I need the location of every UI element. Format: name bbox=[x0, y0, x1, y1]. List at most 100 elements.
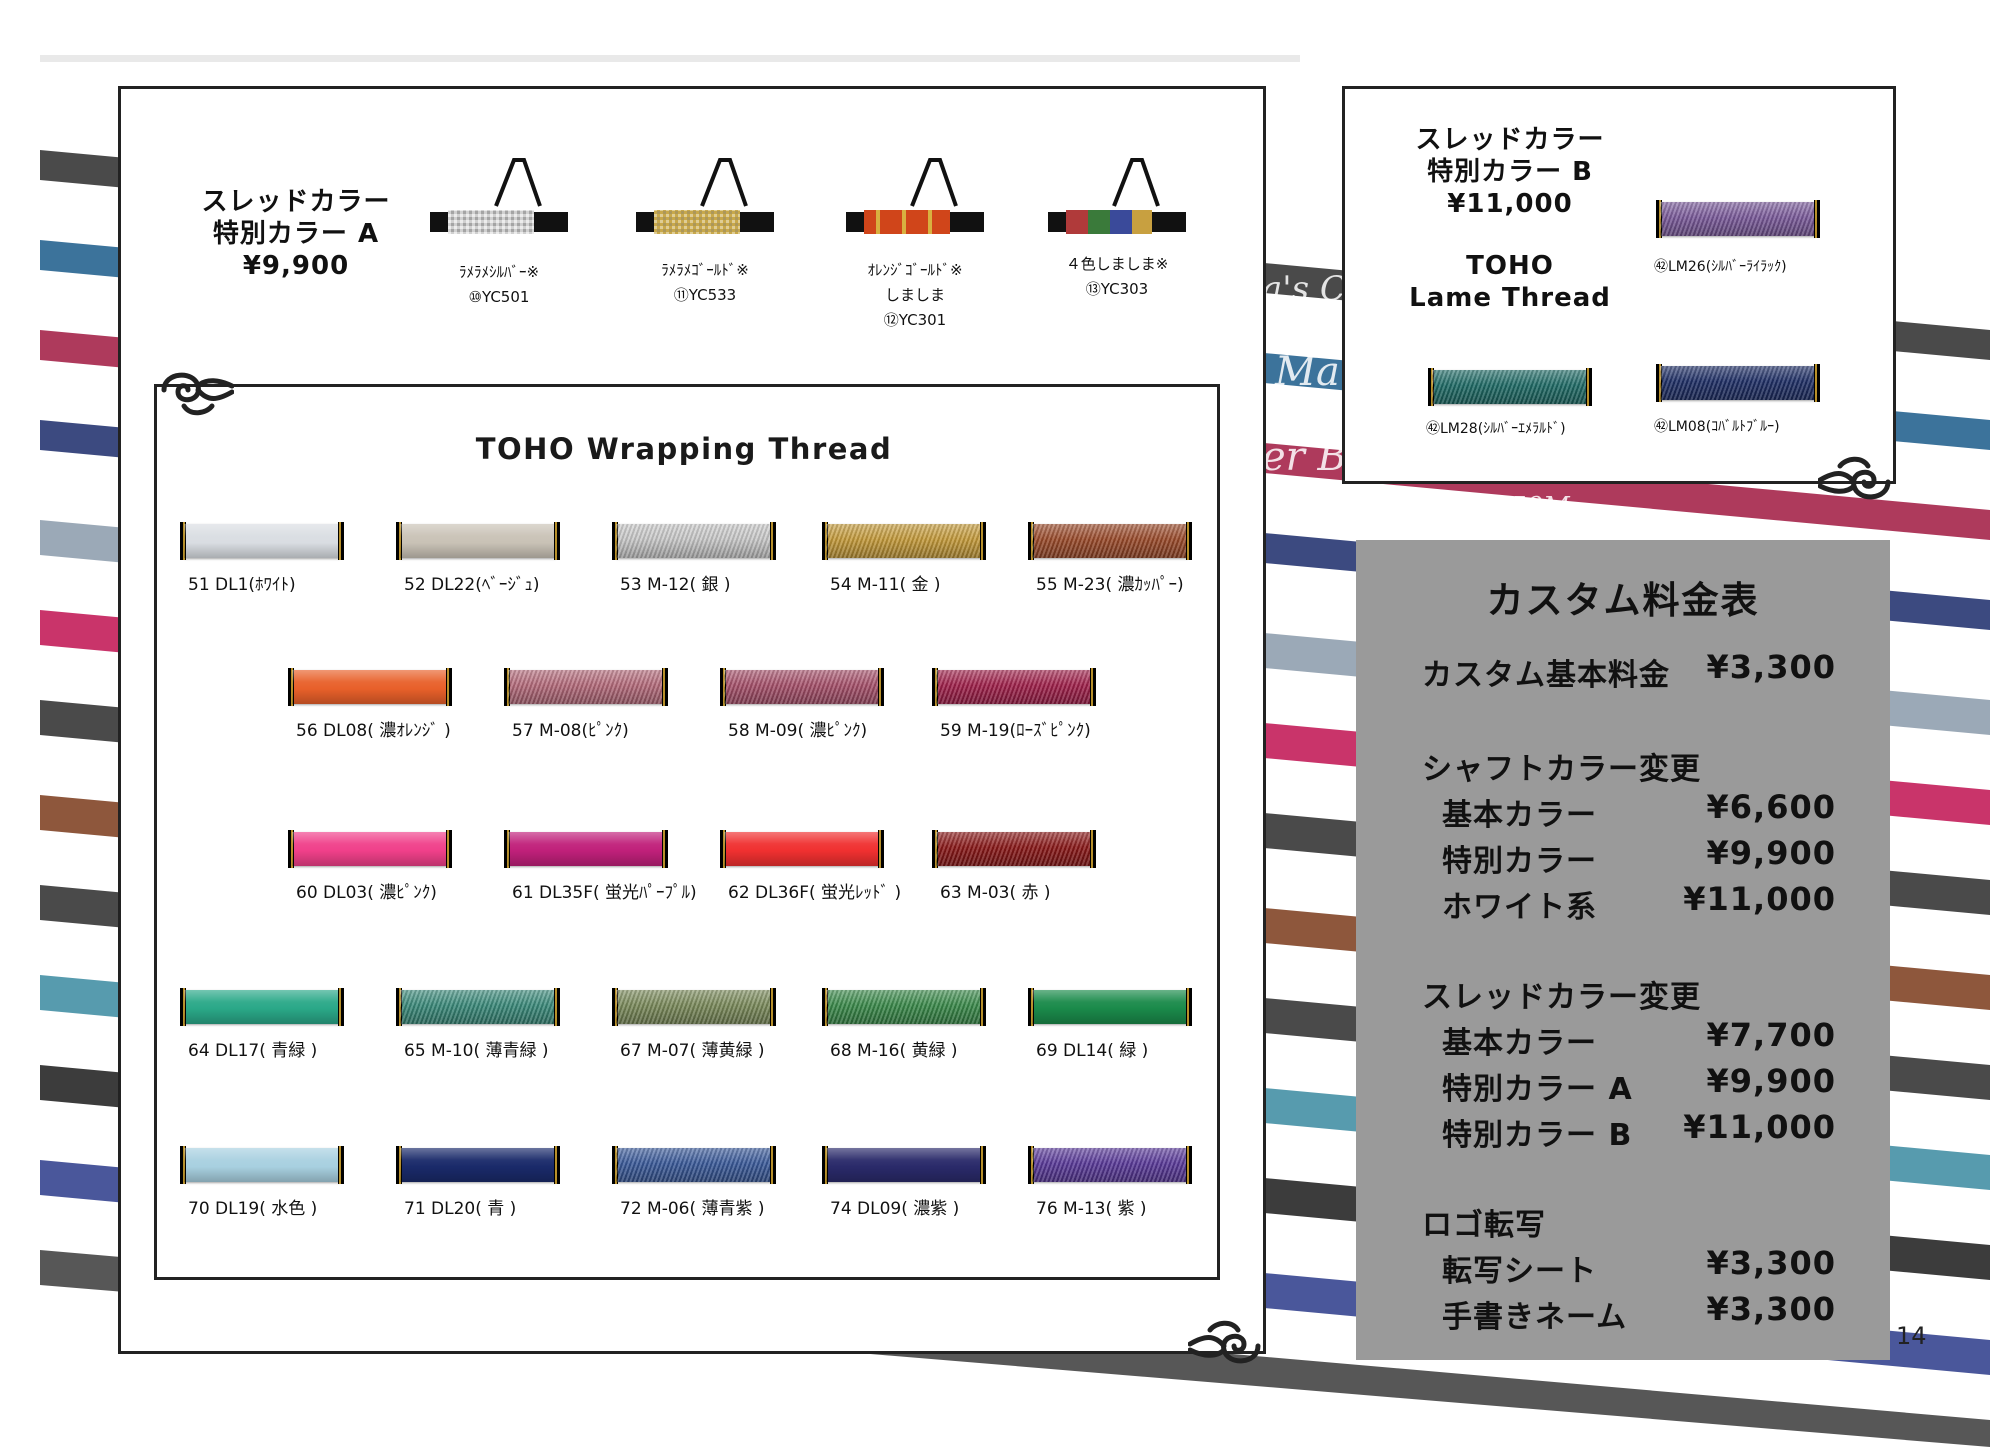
shaft-row-label: 基本カラー bbox=[1442, 798, 1597, 833]
thread-swatch bbox=[504, 830, 668, 868]
special-a-caption-2: ﾗﾒﾗﾒｺﾞｰﾙﾄﾞ※ ⑪YC533 bbox=[636, 258, 774, 308]
thread-swatch bbox=[612, 1146, 776, 1184]
shaft-row-price: ¥6,600 bbox=[1706, 788, 1836, 826]
thread-swatch-label: 51 DL1(ﾎﾜｲﾄ) bbox=[188, 575, 296, 595]
thread-swatch-label: 54 M-11( 金 ) bbox=[830, 575, 941, 595]
thread-swatch bbox=[932, 668, 1096, 706]
lame-brand-line1: TOHO bbox=[1466, 251, 1554, 281]
thread-row-label: 基本カラー bbox=[1442, 1026, 1597, 1061]
thread-swatch bbox=[1028, 522, 1192, 560]
special-a-code: ⑬YC303 bbox=[1085, 280, 1149, 298]
shaft-row-label: 特別カラー bbox=[1442, 844, 1597, 879]
special-a-caption-3: ｵﾚﾝｼﾞｺﾞｰﾙﾄﾞ※ しましま ⑫YC301 bbox=[846, 258, 984, 333]
thread-swatch-label: 68 M-16( 黄緑 ) bbox=[830, 1041, 958, 1061]
lame-swatch-label: ㊷LM08(ｺﾊﾞﾙﾄﾌﾞﾙｰ) bbox=[1654, 419, 1780, 435]
thread-photo-silver bbox=[430, 148, 568, 244]
thread-photo-four-stripe bbox=[1048, 158, 1186, 234]
thread-swatch bbox=[822, 522, 986, 560]
special-color-b-title: スレッドカラー 特別カラー B ¥11,000 bbox=[1400, 124, 1620, 220]
thread-swatch-label: 53 M-12( 銀 ) bbox=[620, 575, 731, 595]
special-color-a-line2: 特別カラー A bbox=[212, 219, 380, 249]
rod-logo-text: Hakoi bbox=[1261, 680, 1358, 718]
thread-swatch-label: 72 M-06( 薄青紫 ) bbox=[620, 1199, 765, 1219]
thread-swatch-label: 60 DL03( 濃ﾋﾟﾝｸ) bbox=[296, 883, 437, 903]
thread-swatch bbox=[288, 668, 452, 706]
rod-logo-text: Ma bbox=[1274, 349, 1340, 395]
lame-swatch-label: ㊷LM28(ｼﾙﾊﾞｰｴﾒﾗﾙﾄﾞ) bbox=[1426, 421, 1566, 437]
thread-row-price: ¥9,900 bbox=[1706, 1062, 1836, 1100]
lame-swatch-label: ㊷LM26(ｼﾙﾊﾞｰﾗｲﾗｯｸ) bbox=[1654, 259, 1787, 275]
thread-swatch bbox=[180, 1146, 344, 1184]
logo-row-price: ¥3,300 bbox=[1706, 1244, 1836, 1282]
thread-swatch bbox=[1028, 988, 1192, 1026]
thread-swatch bbox=[504, 668, 668, 706]
thread-row-label: 特別カラー B bbox=[1442, 1118, 1633, 1153]
thread-swatch bbox=[396, 988, 560, 1026]
thread-swatch-label: 52 DL22(ﾍﾞｰｼﾞｭ) bbox=[404, 575, 540, 595]
special-a-name-2: しましま bbox=[884, 286, 945, 304]
lame-brand-line2: Lame Thread bbox=[1409, 283, 1611, 313]
flourish-ornament bbox=[1818, 456, 1891, 500]
thread-swatch bbox=[180, 988, 344, 1026]
lame-swatch bbox=[1428, 368, 1592, 406]
logo-transfer-heading: ロゴ転写 bbox=[1422, 1208, 1546, 1243]
thread-swatch-label: 70 DL19( 水色 ) bbox=[188, 1199, 318, 1219]
logo-row-label: 手書きネーム bbox=[1442, 1300, 1628, 1335]
page-number: 14 bbox=[1896, 1322, 1927, 1350]
special-a-name: ４色しましま※ bbox=[1065, 255, 1169, 273]
thread-swatch-label: 59 M-19(ﾛｰｽﾞﾋﾟﾝｸ) bbox=[940, 721, 1091, 741]
logo-row-label: 転写シート bbox=[1442, 1254, 1597, 1289]
custom-price-table: カスタム料金表 カスタム基本料金 ¥3,300 シャフトカラー変更 基本カラー … bbox=[1356, 540, 1890, 1360]
special-color-b-line2: 特別カラー B bbox=[1427, 157, 1593, 187]
thread-swatch-label: 69 DL14( 緑 ) bbox=[1036, 1041, 1149, 1061]
shaft-row-label: ホワイト系 bbox=[1442, 890, 1597, 925]
thread-color-heading: スレッドカラー変更 bbox=[1422, 980, 1701, 1015]
thread-swatch-label: 57 M-08(ﾋﾟﾝｸ) bbox=[512, 721, 629, 741]
shaft-color-heading: シャフトカラー変更 bbox=[1422, 752, 1701, 787]
thread-swatch-label: 61 DL35F( 蛍光ﾊﾟｰﾌﾟﾙ) bbox=[512, 883, 697, 903]
rod-logo-text: a's C bbox=[1262, 269, 1346, 309]
thread-swatch bbox=[396, 522, 560, 560]
thread-swatch bbox=[822, 988, 986, 1026]
rod-logo-text: 59M bbox=[1510, 492, 1571, 522]
thread-swatch bbox=[1028, 1146, 1192, 1184]
flourish-ornament bbox=[1188, 1320, 1261, 1364]
thread-swatch bbox=[822, 1146, 986, 1184]
thread-swatch-label: 74 DL09( 濃紫 ) bbox=[830, 1199, 960, 1219]
thread-photo-orange-gold bbox=[846, 158, 984, 234]
thread-swatch-label: 63 M-03( 赤 ) bbox=[940, 883, 1051, 903]
flourish-ornament bbox=[161, 372, 234, 416]
special-a-name: ﾗﾒﾗﾒｼﾙﾊﾞｰ※ bbox=[458, 263, 540, 281]
thread-swatch bbox=[720, 668, 884, 706]
thread-swatch bbox=[612, 522, 776, 560]
thread-swatch bbox=[612, 988, 776, 1026]
thread-swatch-label: 56 DL08( 濃ｵﾚﾝｼﾞ ) bbox=[296, 721, 451, 741]
special-a-code: ⑪YC533 bbox=[673, 286, 737, 304]
thread-row-label: 特別カラー A bbox=[1442, 1072, 1633, 1107]
special-a-code: ⑩YC501 bbox=[468, 288, 530, 306]
thread-swatch-label: 71 DL20( 青 ) bbox=[404, 1199, 517, 1219]
thread-swatch bbox=[180, 522, 344, 560]
thread-photo-gold bbox=[636, 158, 774, 234]
lame-thread-frame bbox=[1342, 86, 1896, 484]
thread-swatch bbox=[396, 1146, 560, 1184]
thread-swatch-label: 65 M-10( 薄青緑 ) bbox=[404, 1041, 549, 1061]
shaft-row-price: ¥9,900 bbox=[1706, 834, 1836, 872]
special-a-code: ⑫YC301 bbox=[883, 311, 947, 329]
thread-swatch-label: 76 M-13( 紫 ) bbox=[1036, 1199, 1147, 1219]
special-a-caption-4: ４色しましま※ ⑬YC303 bbox=[1048, 252, 1186, 302]
thread-row-price: ¥11,000 bbox=[1683, 1108, 1836, 1146]
thread-swatch bbox=[720, 830, 884, 868]
base-fee-price: ¥3,300 bbox=[1706, 648, 1836, 686]
special-a-caption-1: ﾗﾒﾗﾒｼﾙﾊﾞｰ※ ⑩YC501 bbox=[430, 260, 568, 310]
thread-swatch-label: 62 DL36F( 蛍光ﾚｯﾄﾞ ) bbox=[728, 883, 902, 903]
special-color-a-title: スレッドカラー 特別カラー A ¥9,900 bbox=[186, 186, 406, 282]
lame-swatch bbox=[1656, 200, 1820, 238]
lame-thread-brand: TOHO Lame Thread bbox=[1390, 250, 1630, 314]
special-color-b-line1: スレッドカラー bbox=[1415, 125, 1605, 155]
special-a-name: ｵﾚﾝｼﾞｺﾞｰﾙﾄﾞ※ bbox=[867, 261, 963, 279]
lame-swatch bbox=[1656, 364, 1820, 402]
thread-swatch bbox=[288, 830, 452, 868]
thread-swatch-label: 58 M-09( 濃ﾋﾟﾝｸ) bbox=[728, 721, 868, 741]
special-color-b-price: ¥11,000 bbox=[1447, 189, 1573, 219]
